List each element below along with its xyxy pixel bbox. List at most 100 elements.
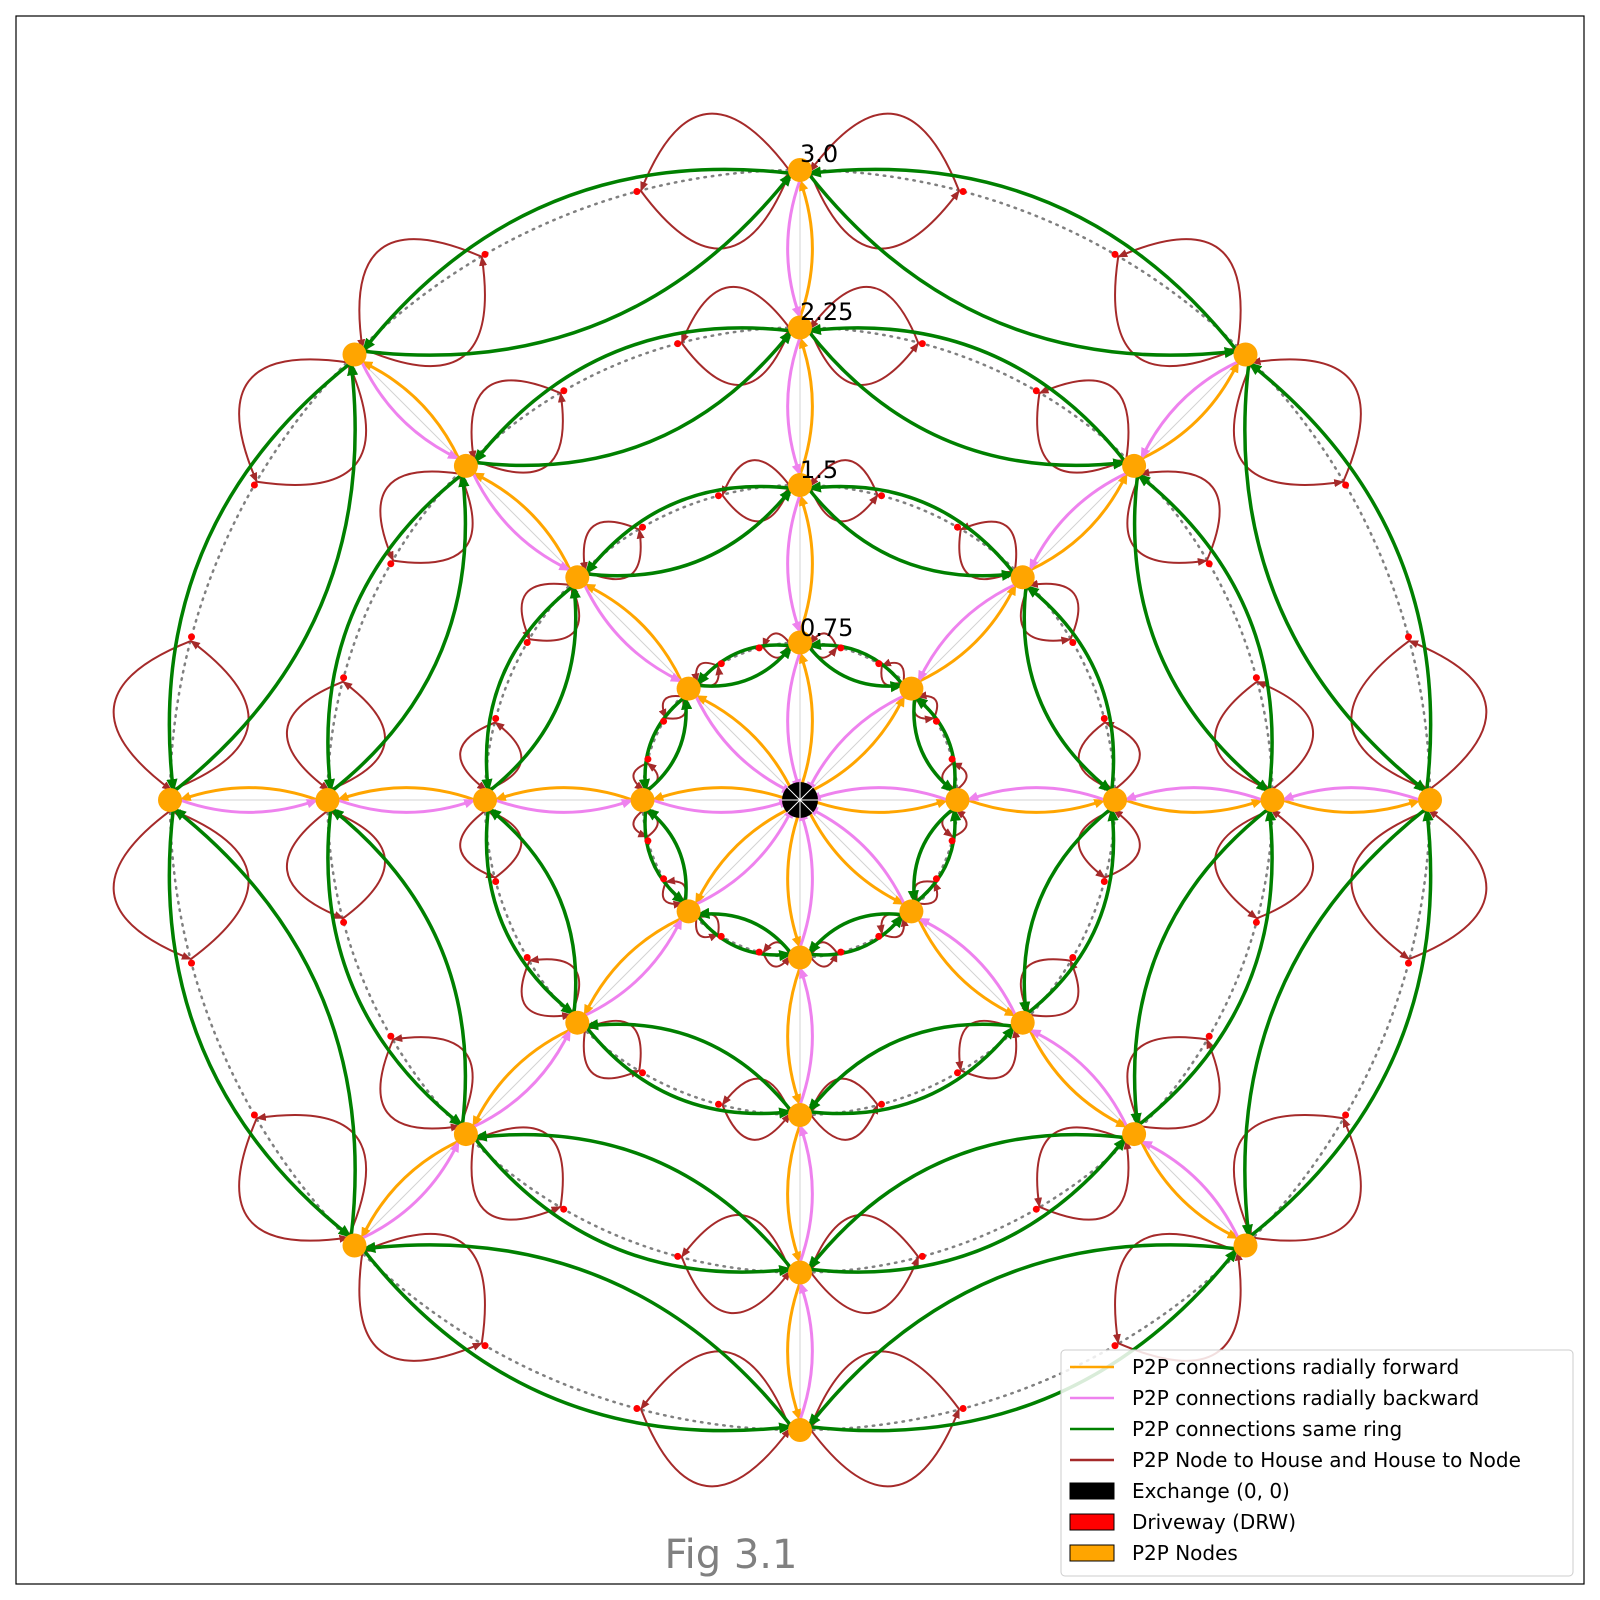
driveway-marker (948, 755, 956, 763)
same-ring-connection (585, 487, 794, 578)
legend: P2P connections radially forward P2P con… (1060, 1349, 1574, 1577)
driveway-marker (1032, 387, 1040, 395)
p2p-node (315, 788, 340, 812)
p2p-node (1260, 788, 1285, 812)
radial-forward-connection (1140, 360, 1240, 461)
node-to-house-connection (955, 1019, 1016, 1072)
driveway-marker (1252, 674, 1260, 682)
same-ring-connection (361, 1241, 794, 1428)
driveway-marker (875, 660, 883, 668)
radial-forward-connection (805, 806, 906, 906)
driveway-marker (837, 644, 845, 652)
house-to-node-connection (256, 361, 368, 486)
house-to-node-connection (640, 170, 792, 250)
house-to-node-connection (1114, 256, 1239, 368)
radial-backward-connection (786, 179, 802, 319)
node-to-house-connection (328, 680, 386, 792)
node-to-house-connection (695, 917, 720, 942)
node-to-house-connection (917, 880, 942, 905)
node-to-house-connection (528, 955, 581, 1016)
driveway-marker (1069, 639, 1077, 646)
driveway-marker (340, 674, 348, 682)
driveway-marker (674, 1252, 682, 1260)
legend-label-nodes: P2P Nodes (1132, 1541, 1238, 1565)
radial-backward-connection (1140, 1139, 1240, 1240)
node-to-house-connection (392, 1034, 474, 1127)
exchange-spoke (786, 786, 801, 801)
node-to-house-connection (473, 392, 566, 474)
radial-backward-connection (798, 1123, 814, 1264)
same-ring-connection (584, 484, 792, 575)
node-to-house-connection (1038, 379, 1130, 460)
driveway-marker (492, 715, 500, 722)
driveway-marker (633, 188, 641, 195)
radial-forward-connection (798, 651, 814, 791)
p2p-node (1418, 788, 1442, 812)
p2p-node (342, 1233, 367, 1258)
same-ring-connection (172, 806, 357, 1238)
radial-forward-connection (583, 582, 683, 683)
node-to-house-connection (762, 632, 791, 649)
driveway-marker (560, 387, 568, 395)
p2p-node (453, 1122, 478, 1147)
house-to-node-connection (1036, 393, 1128, 474)
radial-backward-connection (472, 1028, 572, 1129)
p2p-node (788, 1418, 812, 1442)
same-ring-connection (481, 584, 575, 794)
driveway-marker (959, 188, 967, 195)
same-ring-connection (1025, 806, 1119, 1016)
house-to-node-connection (1350, 640, 1430, 792)
driveway-marker (387, 1032, 395, 1040)
figure-caption: Fig 3.1 (665, 1532, 798, 1578)
driveway-marker (523, 954, 531, 961)
same-ring-connection (806, 329, 1128, 470)
node-to-house-connection (1019, 584, 1072, 645)
same-ring-connection (644, 695, 693, 794)
node-to-house-connection (1350, 808, 1430, 960)
house-to-node-connection (1039, 1139, 1132, 1221)
driveway-marker (755, 644, 763, 652)
radial-backward-connection (651, 798, 792, 814)
house-to-node-connection (529, 584, 581, 642)
radial-forward-connection (798, 336, 814, 476)
house-to-node-connection (520, 960, 573, 1021)
node-to-house-connection (520, 582, 572, 641)
radial-forward-connection (651, 786, 791, 802)
house-to-node-connection (1139, 468, 1221, 561)
radial-forward-connection (360, 360, 461, 460)
same-ring-connection (806, 487, 1016, 581)
p2p-node (1233, 342, 1258, 367)
radial-backward-connection (1028, 471, 1128, 572)
driveways-layer (188, 188, 1412, 1412)
house-to-node-connection (1250, 357, 1362, 483)
house-to-node-connection (1256, 809, 1314, 920)
same-ring-connection (912, 696, 956, 794)
radial-backward-connection (471, 472, 572, 572)
node-to-house-connection (112, 809, 192, 961)
node-to-house-connection (358, 1251, 483, 1362)
driveway-marker (340, 918, 348, 926)
node-to-house-connection (809, 1408, 961, 1488)
same-ring-connection (1247, 361, 1433, 792)
node-to-house-connection (1214, 808, 1272, 920)
driveway-marker (1111, 250, 1119, 258)
same-ring-connection (806, 1243, 1238, 1428)
radial-backward-connection (786, 494, 802, 634)
node-to-house-connection (640, 1350, 792, 1430)
node-to-house-connection (1140, 1038, 1221, 1130)
same-ring-connection (695, 913, 794, 962)
driveway-marker (918, 340, 926, 348)
driveway-marker (644, 755, 652, 763)
same-ring-connection (1130, 806, 1271, 1128)
driveway-marker (1100, 878, 1108, 885)
node-to-house-connection (809, 951, 838, 968)
driveway-marker (1342, 481, 1350, 489)
same-ring-connection (806, 323, 1128, 464)
legend-label-driveway: Driveway (DRW) (1132, 1510, 1296, 1534)
driveway-marker (878, 492, 885, 500)
node-to-house-connection (959, 520, 1018, 572)
same-ring-connection (487, 806, 578, 1015)
radial-forward-connection (694, 805, 794, 906)
node-to-house-connection (1117, 238, 1242, 349)
